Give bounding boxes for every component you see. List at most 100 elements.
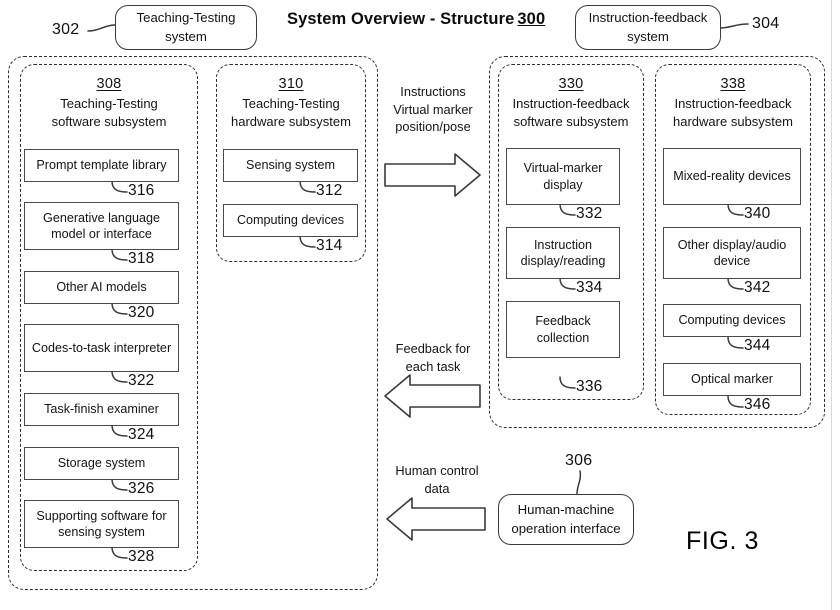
subsystem-308-number: 308: [96, 76, 122, 92]
container-instruction-feedback-system: [489, 56, 825, 428]
ref-342: 342: [744, 279, 771, 296]
component-label: Mixed-reality devices: [673, 169, 791, 184]
component-mixed-reality-devices[interactable]: Mixed-reality devices: [663, 148, 801, 205]
subsystem-308-title-line2: software subsystem: [51, 113, 167, 129]
subsystem-instruction-feedback-hardware: 338 Instruction-feedback hardware subsys…: [655, 64, 811, 415]
component-label: Feedback collection: [535, 314, 591, 345]
component-optical-marker[interactable]: Optical marker: [663, 363, 801, 396]
component-supporting-software-sensing[interactable]: Supporting software for sensing system: [24, 500, 179, 548]
subsystem-330-title-line2: software subsystem: [513, 113, 629, 129]
ref-322: 322: [128, 372, 155, 389]
arrow-human-control: [386, 497, 486, 541]
component-codes-to-task-interpreter[interactable]: Codes-to-task interpreter: [24, 324, 179, 372]
flow-instructions-line2: Virtual marker: [393, 101, 473, 117]
component-label: Generative language model or interface: [43, 210, 160, 241]
leader-302: [87, 24, 116, 32]
subsystem-338-title-line2: hardware subsystem: [673, 113, 793, 129]
ref-336: 336: [576, 378, 603, 395]
page-title-text: System Overview - Structure: [287, 10, 515, 28]
arrow-instructions: [384, 153, 481, 197]
ref-328: 328: [128, 548, 155, 565]
component-label: Sensing system: [246, 158, 335, 173]
flow-instructions-line1: Instructions: [400, 84, 466, 99]
subsystem-308-heading: 308 Teaching-Testing software subsystem: [21, 74, 197, 131]
ref-314: 314: [316, 237, 343, 254]
subsystem-310-number: 310: [278, 76, 304, 92]
ref-326: 326: [128, 480, 155, 497]
component-label: Prompt template library: [36, 158, 167, 173]
capsule-human-machine-interface: Human-machine operation interface: [498, 494, 634, 545]
component-feedback-collection[interactable]: Feedback collection: [506, 301, 620, 358]
capsule-teaching-testing-system-line1: Teaching-Testing: [136, 9, 236, 25]
flow-label-feedback: Feedback for each task: [384, 340, 482, 375]
subsystem-330-title-line1: Instruction-feedback: [512, 96, 630, 111]
component-label: Computing devices: [678, 313, 786, 328]
capsule-teaching-testing-system-line2: system: [165, 28, 207, 44]
ref-316: 316: [128, 182, 155, 199]
flow-instructions-line3: position/pose: [395, 119, 471, 135]
subsystem-310-title-line1: Teaching-Testing: [242, 96, 340, 111]
ref-312: 312: [316, 182, 343, 199]
component-sensing-system[interactable]: Sensing system: [223, 149, 358, 182]
capsule-instruction-feedback-system-line2: system: [627, 28, 669, 44]
component-other-display-audio-device[interactable]: Other display/audio device: [663, 227, 801, 279]
flow-feedback-line1: Feedback for: [395, 341, 471, 356]
component-virtual-marker-display[interactable]: Virtual-marker display: [506, 148, 620, 205]
component-task-finish-examiner[interactable]: Task-finish examiner: [24, 393, 179, 426]
subsystem-teaching-testing-hardware: 310 Teaching-Testing hardware subsystem: [216, 64, 366, 262]
flow-label-instructions: Instructions Virtual marker position/pos…: [385, 83, 481, 136]
flow-human-control-line2: data: [424, 480, 450, 496]
component-computing-devices-if[interactable]: Computing devices: [663, 304, 801, 337]
component-instruction-display-reading[interactable]: Instruction display/reading: [506, 227, 620, 279]
ref-318: 318: [128, 250, 155, 267]
component-label: Optical marker: [691, 372, 773, 387]
subsystem-338-number: 338: [720, 76, 746, 92]
ref-306: 306: [565, 452, 593, 469]
ref-340: 340: [744, 205, 771, 222]
subsystem-teaching-testing-software: 308 Teaching-Testing software subsystem: [20, 64, 198, 571]
component-generative-language-model[interactable]: Generative language model or interface: [24, 202, 179, 250]
subsystem-instruction-feedback-software: 330 Instruction-feedback software subsys…: [498, 64, 644, 400]
capsule-instruction-feedback-system: Instruction-feedback system: [575, 5, 721, 50]
capsule-teaching-testing-system: Teaching-Testing system: [115, 5, 257, 50]
ref-304: 304: [752, 15, 780, 32]
component-label: Virtual-marker display: [523, 161, 603, 192]
component-label: Task-finish examiner: [44, 402, 159, 417]
subsystem-330-number: 330: [558, 76, 584, 92]
component-label: Codes-to-task interpreter: [31, 340, 172, 355]
component-label: Instruction display/reading: [520, 237, 606, 268]
flow-human-control-line1: Human control: [395, 463, 479, 478]
page-edge-line: [831, 0, 832, 610]
subsystem-338-heading: 338 Instruction-feedback hardware subsys…: [656, 74, 810, 131]
component-label: Other display/audio device: [677, 237, 787, 268]
component-label: Storage system: [57, 456, 146, 471]
container-teaching-testing-system: [8, 56, 378, 590]
component-storage-system[interactable]: Storage system: [24, 447, 179, 480]
subsystem-330-heading: 330 Instruction-feedback software subsys…: [499, 74, 643, 131]
flow-label-human-control: Human control data: [386, 462, 488, 497]
subsystem-310-title-line2: hardware subsystem: [231, 113, 351, 129]
component-label: Supporting software for sensing system: [36, 508, 167, 539]
ref-334: 334: [576, 279, 603, 296]
ref-320: 320: [128, 304, 155, 321]
subsystem-310-heading: 310 Teaching-Testing hardware subsystem: [217, 74, 365, 131]
component-prompt-template-library[interactable]: Prompt template library: [24, 149, 179, 182]
arrow-feedback: [384, 374, 481, 418]
subsystem-308-title-line1: Teaching-Testing: [60, 96, 158, 111]
ref-302: 302: [52, 21, 80, 38]
ref-332: 332: [576, 205, 603, 222]
capsule-instruction-feedback-system-line1: Instruction-feedback: [588, 9, 708, 25]
leader-304: [719, 23, 749, 29]
component-other-ai-models[interactable]: Other AI models: [24, 271, 179, 304]
capsule-human-machine-interface-line2: operation interface: [511, 520, 621, 536]
component-computing-devices-tt[interactable]: Computing devices: [223, 204, 358, 237]
capsule-human-machine-interface-line1: Human-machine: [517, 501, 615, 517]
subsystem-338-title-line1: Instruction-feedback: [674, 96, 792, 111]
page-title-number: 300: [517, 10, 546, 28]
ref-324: 324: [128, 426, 155, 443]
component-label: Computing devices: [236, 213, 345, 228]
flow-feedback-line2: each task: [405, 358, 461, 374]
figure-caption: FIG. 3: [686, 527, 760, 555]
